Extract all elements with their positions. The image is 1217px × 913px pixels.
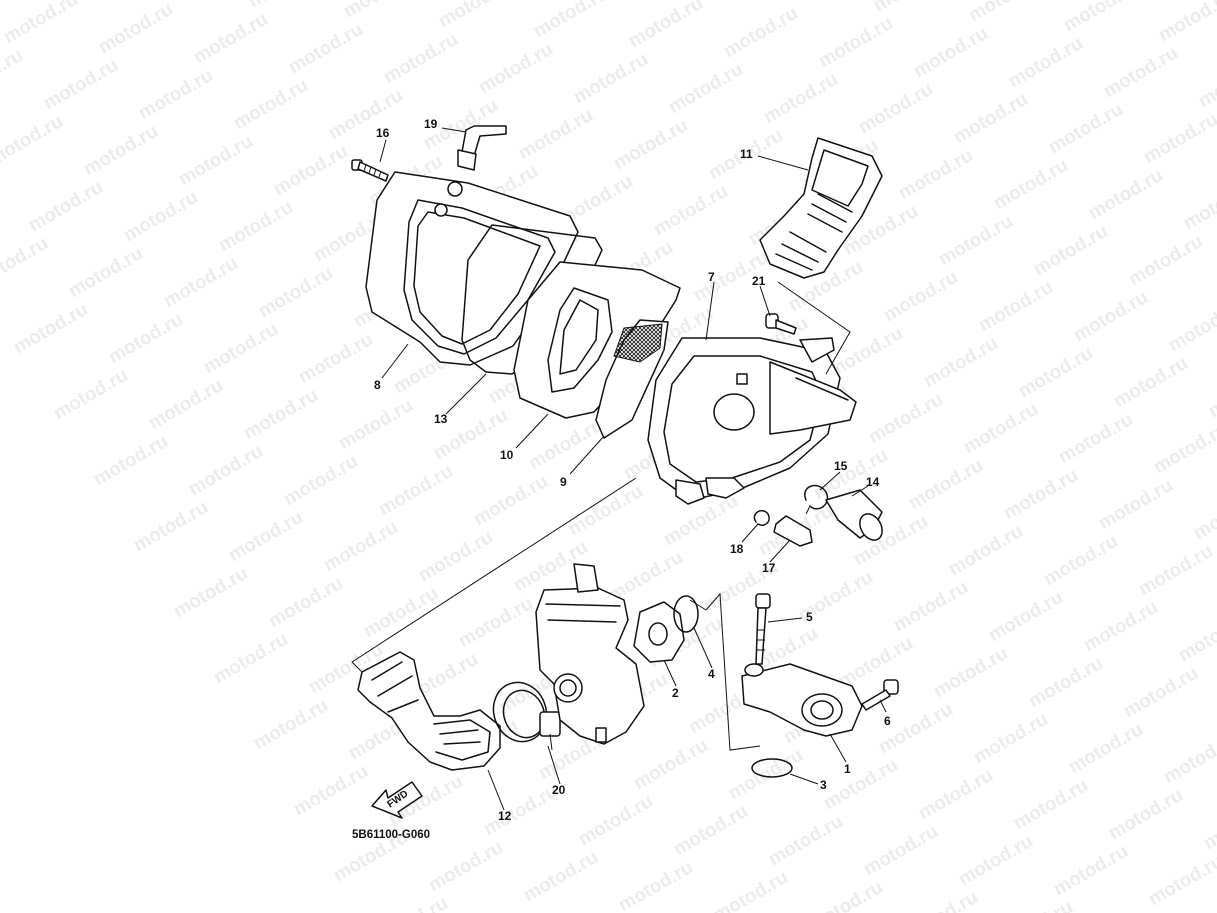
callout-1: 1 <box>844 762 851 776</box>
callout-16: 16 <box>376 126 390 140</box>
part-19-breather-pipe <box>457 125 507 171</box>
part-9-filter-mesh <box>595 319 669 439</box>
callout-3: 3 <box>820 778 827 792</box>
part-20-hose-clamp <box>492 681 561 751</box>
callout-13: 13 <box>434 412 448 426</box>
part-4-o-ring <box>673 595 699 633</box>
part-2-gasket <box>633 601 685 663</box>
carburetor <box>535 563 645 745</box>
part-13-gasket <box>461 224 603 375</box>
part-14-drain-cap <box>825 489 883 541</box>
callout-leaders <box>379 127 887 811</box>
callout-10: 10 <box>500 448 514 462</box>
callout-8: 8 <box>374 378 381 392</box>
callout-17: 17 <box>762 561 776 575</box>
part-10-filter-element <box>513 261 681 419</box>
callout-5: 5 <box>806 610 813 624</box>
callout-6: 6 <box>884 714 891 728</box>
callout-7: 7 <box>708 270 715 284</box>
part-6-bolt <box>861 679 899 711</box>
part-18-clip <box>753 510 770 526</box>
part-16-bolt <box>351 159 389 182</box>
callout-9: 9 <box>560 475 567 489</box>
callout-19: 19 <box>424 117 438 131</box>
part-7-air-filter-case <box>647 337 857 505</box>
assembly-lines <box>351 281 851 751</box>
callout-4: 4 <box>708 667 715 681</box>
part-12-intake-hose <box>357 651 501 771</box>
part-1-intake-manifold <box>741 663 863 737</box>
diagram-code: 5B61100-G060 <box>352 829 430 841</box>
part-3-o-ring <box>751 758 793 778</box>
part-11-intake-duct <box>759 137 883 279</box>
callout-12: 12 <box>498 809 512 823</box>
part-17-drain-hose <box>773 515 813 547</box>
callout-20: 20 <box>552 783 566 797</box>
callout-11: 11 <box>740 147 753 161</box>
fwd-arrow-icon: FWD <box>371 781 423 819</box>
part-15-clamp <box>804 484 829 515</box>
part-5-bolt <box>755 593 771 665</box>
callout-2: 2 <box>672 686 679 700</box>
callout-14: 14 <box>866 475 880 489</box>
callout-18: 18 <box>730 542 744 556</box>
callout-15: 15 <box>834 459 848 473</box>
callout-21: 21 <box>752 274 766 288</box>
callout-labels: 16 19 11 7 21 8 13 10 9 15 14 18 17 5 2 … <box>374 117 891 823</box>
part-21-bolt <box>765 313 797 335</box>
